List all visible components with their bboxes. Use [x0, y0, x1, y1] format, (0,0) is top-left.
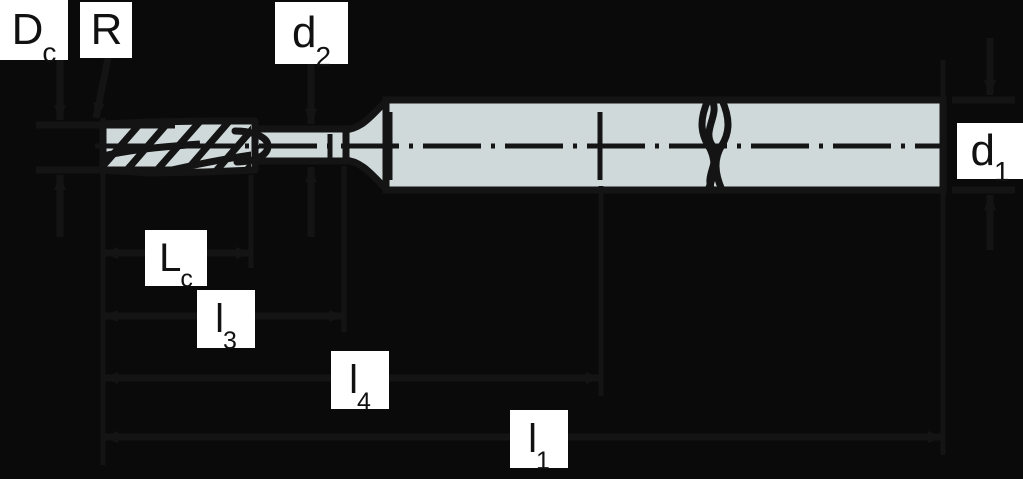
- label-R-base: R: [90, 5, 123, 54]
- label-l3-base: l: [215, 297, 224, 341]
- label-l1-sub: 1: [535, 447, 550, 475]
- label-R: R: [80, 2, 132, 58]
- extension-lines: [100, 60, 946, 465]
- dimension-Dc: [36, 58, 175, 237]
- corner-radius-center-dot: [252, 143, 260, 151]
- dimension-d1: [952, 38, 1015, 250]
- label-l3-sub: 3: [222, 327, 237, 355]
- dim-R-leader: [92, 57, 112, 119]
- label-Lc-base: L: [159, 236, 181, 280]
- section-tick-marks: [327, 112, 603, 180]
- label-Lc-sub: c: [180, 265, 193, 293]
- label-l4-sub: 4: [356, 388, 371, 416]
- dimension-R: [92, 57, 112, 119]
- label-d1-sub: 1: [993, 156, 1010, 187]
- label-Dc-sub: c: [42, 37, 57, 68]
- label-d2-base: d: [291, 8, 317, 57]
- label-d1-base: d: [970, 126, 995, 175]
- label-d2-sub: 2: [315, 41, 332, 72]
- label-l4-base: l: [349, 358, 358, 402]
- label-Dc-base: D: [11, 5, 44, 54]
- label-l1-base: l: [528, 417, 537, 461]
- tool-body: [95, 96, 947, 194]
